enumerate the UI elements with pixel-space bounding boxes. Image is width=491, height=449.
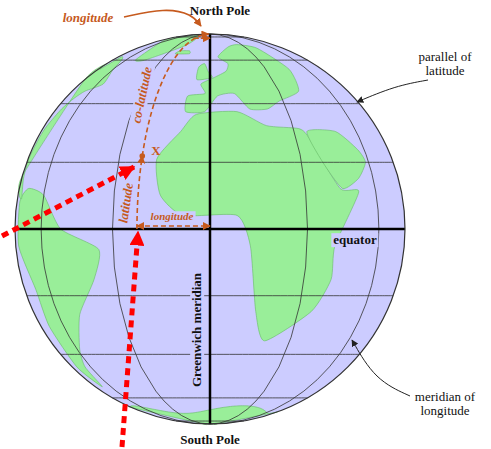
land-mass <box>19 57 123 199</box>
red-pointer <box>2 167 134 236</box>
feature-label: parallel of latitude <box>403 50 487 77</box>
line-label: Greenwich meridian <box>190 271 204 389</box>
graticule <box>15 34 405 424</box>
line-label: equator <box>331 233 378 247</box>
leader-line <box>352 340 410 396</box>
land-mass <box>175 51 190 54</box>
co-latitude-arc <box>142 34 208 156</box>
land-mass <box>307 130 366 189</box>
point-label: X <box>151 144 160 158</box>
feature-label: meridian of longitude <box>403 390 487 417</box>
longitude-arrow <box>137 225 210 227</box>
angle-label: longitude <box>63 11 114 25</box>
angle-label: longitude <box>149 211 196 223</box>
red-pointer <box>122 232 138 447</box>
pole-label: North Pole <box>190 4 250 18</box>
longitude-leader <box>124 10 201 26</box>
land-mass <box>185 45 299 113</box>
point-x <box>139 153 145 159</box>
leader-line <box>357 80 428 102</box>
latitude-arc <box>137 156 142 229</box>
globe-disc <box>15 34 405 424</box>
greenwich-line <box>209 34 212 424</box>
globe-outline <box>15 34 405 424</box>
polar-longitude-arc <box>195 37 210 39</box>
land-mass <box>18 188 102 386</box>
pole-label: South Pole <box>180 433 240 447</box>
